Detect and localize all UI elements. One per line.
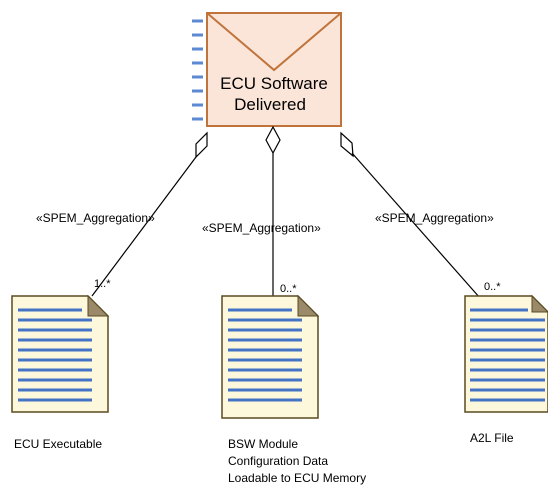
connector-line — [351, 152, 481, 299]
document-fold — [87, 294, 110, 317]
artifact-name-3: A2L File — [470, 431, 514, 445]
artifact-name-2-line1: BSW Module — [228, 437, 298, 451]
aggregation-diamond-icon — [265, 125, 281, 155]
artifact-a2l-file[interactable] — [464, 294, 548, 413]
artifact-name-1: ECU Executable — [14, 437, 102, 451]
aggregation-diamond-icon — [195, 131, 208, 159]
document-icon — [464, 295, 548, 413]
central-edge-ticks — [192, 19, 203, 121]
stereotype-label-1: «SPEM_Aggregation» — [36, 211, 155, 225]
stereotype-label-2: «SPEM_Aggregation» — [202, 221, 321, 235]
document-icon — [11, 295, 109, 413]
document-fold — [297, 294, 320, 317]
artifact-name-2-line3: Loadable to ECU Memory — [228, 471, 366, 485]
multiplicity-label-2: 0..* — [280, 283, 297, 295]
aggregation-connector-3[interactable] — [340, 131, 481, 299]
document-text-lines — [18, 308, 92, 402]
multiplicity-label-1: 1..* — [94, 278, 111, 290]
aggregation-diamond-icon — [340, 131, 354, 158]
artifact-ecu-executable[interactable] — [11, 294, 110, 413]
artifact-bsw-config-data[interactable] — [221, 294, 320, 419]
artifact-name-2-line2: Configuration Data — [228, 454, 328, 468]
central-name-line2: Delivered — [234, 95, 306, 114]
document-text-lines — [470, 308, 545, 402]
envelope-flap-icon — [206, 12, 342, 72]
document-text-lines — [228, 308, 302, 402]
aggregation-connector-2[interactable] — [265, 125, 281, 296]
connector-line — [91, 156, 197, 297]
aggregation-connector-1[interactable] — [91, 131, 208, 297]
central-deliverable[interactable]: ECU Software Delivered — [206, 12, 342, 127]
stereotype-label-3: «SPEM_Aggregation» — [375, 211, 494, 225]
central-name-line1: ECU Software — [220, 74, 328, 93]
document-icon — [221, 295, 319, 419]
multiplicity-label-3: 0..* — [484, 281, 501, 293]
document-fold — [531, 294, 548, 313]
